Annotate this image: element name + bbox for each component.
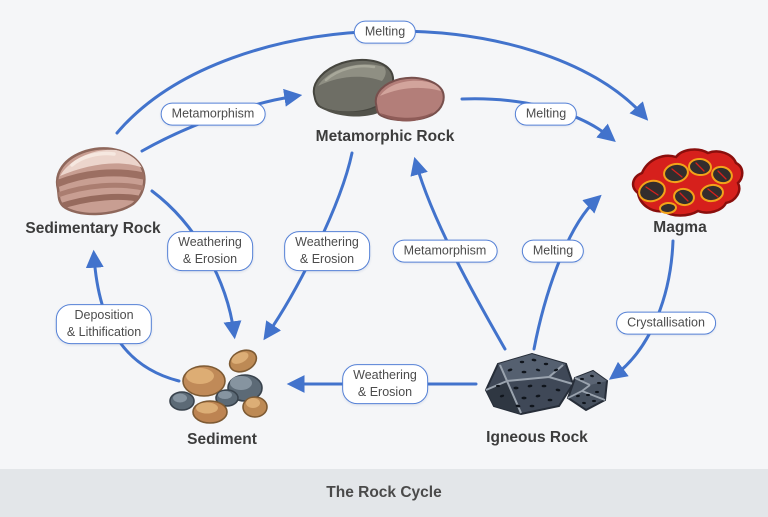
process-pill-melting-metamorphic: Melting [514, 102, 578, 126]
page-title: The Rock Cycle [326, 484, 442, 501]
arrow-metamorphism-igneous-to-metamorphic [410, 156, 507, 351]
sedimentary-rock-illustration [55, 147, 146, 216]
igneous-rock-illustration [484, 352, 609, 416]
node-label-metamorphic-rock: Metamorphic Rock [315, 128, 455, 145]
node-label-magma: Magma [653, 219, 707, 236]
process-pill-deposition: Deposition & Lithification [55, 304, 153, 344]
process-pill-metamorphism-upper: Metamorphism [160, 102, 266, 126]
process-pill-melting-igneous: Melting [521, 239, 585, 263]
node-label-sedimentary-rock: Sedimentary Rock [25, 220, 161, 237]
node-label-sediment: Sediment [187, 431, 257, 448]
arrow-crystallisation-magma-to-igneous [608, 239, 675, 380]
metamorphic-rock-illustration [312, 58, 445, 122]
footer-bar: The Rock Cycle [0, 469, 768, 517]
node-label-igneous-rock: Igneous Rock [486, 429, 588, 446]
magma-illustration [631, 148, 744, 217]
process-pill-weathering-sedimentary: Weathering & Erosion [167, 231, 253, 271]
arrow-melting-igneous-to-magma [532, 194, 602, 351]
sediment-illustration [169, 349, 268, 424]
process-pill-crystallisation: Crystallisation [616, 311, 716, 335]
process-pill-melting-top: Melting [353, 20, 417, 44]
process-pill-weathering-igneous: Weathering & Erosion [342, 364, 428, 404]
process-pill-metamorphism-igneous: Metamorphism [392, 239, 498, 263]
process-pill-weathering-metamorphic: Weathering & Erosion [284, 231, 370, 271]
